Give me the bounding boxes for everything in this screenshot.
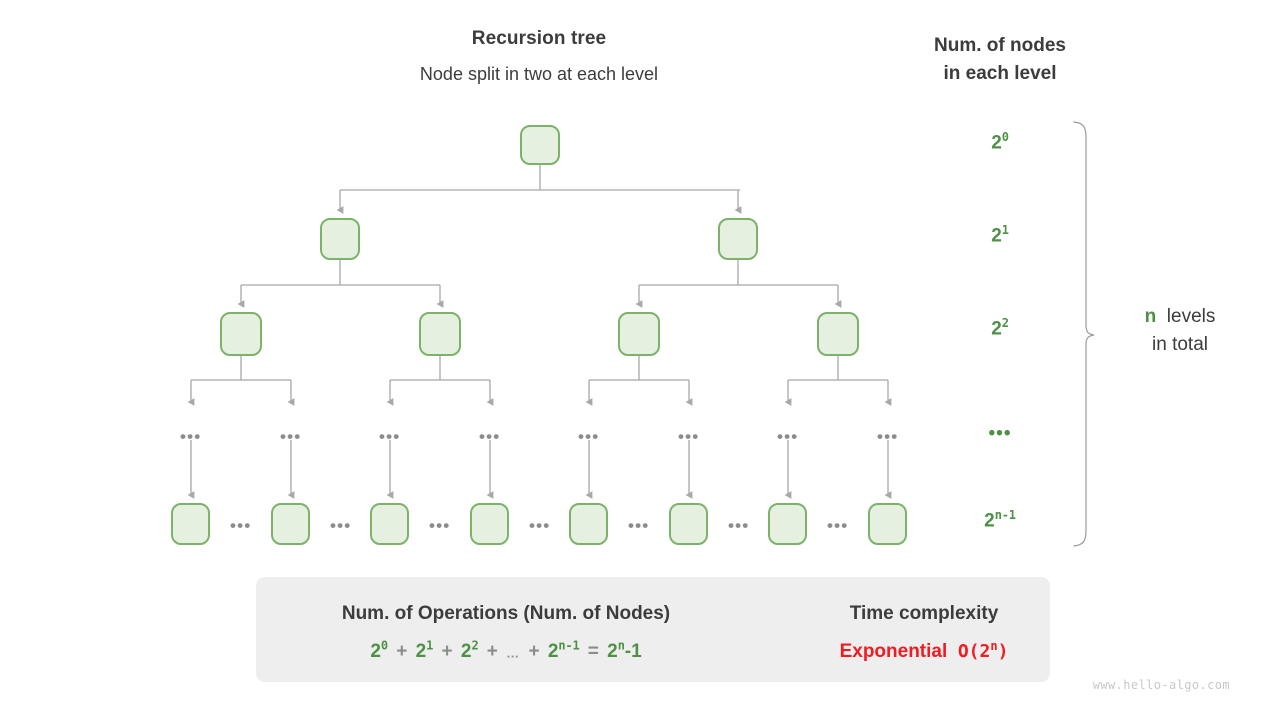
formula-op-4: + (528, 641, 540, 663)
tree-ellipsis-bottom-4: ••• (529, 516, 551, 535)
tree-node-last-1 (171, 503, 210, 545)
tree-node-last-7 (768, 503, 807, 545)
tree-ellipsis-bottom-6: ••• (728, 516, 750, 535)
tree-node-l1-1 (320, 218, 360, 260)
watermark: www.hello-algo.com (1092, 678, 1230, 692)
tree-ellipsis-bottom-5: ••• (628, 516, 650, 535)
tree-ellipsis-bottom-3: ••• (429, 516, 451, 535)
tree-ellipsis-bottom-2: ••• (330, 516, 352, 535)
page-subtitle: Node split in two at each level (419, 64, 659, 84)
formula-term-3: 22 (460, 639, 479, 663)
formula-equals: = (587, 641, 599, 663)
tree-ellipsis-bottom-1: ••• (230, 516, 252, 535)
time-complexity-word: Exponential (839, 641, 948, 662)
level-count-2: 22 (940, 316, 1060, 340)
total-levels-word: levels (1166, 306, 1216, 327)
tree-node-last-4 (470, 503, 509, 545)
formula-op-3: + (486, 641, 498, 663)
tree-node-last-6 (669, 503, 708, 545)
level-count-last-exponent: n-1 (994, 508, 1016, 522)
level-count-1: 21 (940, 223, 1060, 247)
total-levels-label: n levels in total (1105, 303, 1255, 358)
tree-node-l2-4 (817, 312, 859, 356)
level-count-1-base: 2 (991, 225, 1002, 247)
formula-op-1: + (396, 641, 408, 663)
time-complexity-bigo: O(2n) (957, 639, 1009, 662)
tree-node-last-8 (868, 503, 907, 545)
level-count-2-exponent: 2 (1001, 316, 1009, 330)
tree-ellipsis-mid-2: ••• (280, 427, 302, 446)
tree-ellipsis-mid-5: ••• (578, 427, 600, 446)
tree-node-l2-2 (419, 312, 461, 356)
total-levels-n: n (1144, 306, 1157, 327)
tree-ellipsis-mid-1: ••• (180, 427, 202, 446)
tree-node-l2-1 (220, 312, 262, 356)
formula-ellipsis: … (506, 645, 521, 661)
formula-op-2: + (441, 641, 453, 663)
tree-ellipsis-mid-8: ••• (877, 427, 899, 446)
level-count-ellipsis: ••• (988, 423, 1012, 444)
tree-node-l2-3 (618, 312, 660, 356)
time-complexity-title: Time complexity (849, 603, 999, 624)
nodes-per-level-title: Num. of nodes in each level (880, 32, 1120, 87)
tree-ellipsis-mid-7: ••• (777, 427, 799, 446)
page-title: Recursion tree (471, 28, 607, 49)
nodes-per-level-title-line1: Num. of nodes (934, 35, 1066, 56)
formula-term-2: 21 (415, 639, 434, 663)
level-count-0-exponent: 0 (1001, 130, 1009, 144)
tree-node-l1-2 (718, 218, 758, 260)
formula-term-4: 2n-1 (547, 639, 580, 663)
summary-panel (256, 577, 1050, 682)
tree-ellipsis-mid-3: ••• (379, 427, 401, 446)
formula-term-1: 20 (370, 639, 388, 663)
operations-title: Num. of Operations (Num. of Nodes) (341, 603, 671, 624)
level-count-last: 2n-1 (940, 508, 1060, 532)
level-count-2-base: 2 (991, 318, 1002, 340)
nodes-per-level-title-line2: in each level (943, 62, 1057, 84)
level-count-0-base: 2 (991, 132, 1002, 154)
tree-ellipsis-bottom-7: ••• (827, 516, 849, 535)
tree-node-root (520, 125, 560, 165)
level-count-1-exponent: 1 (1001, 223, 1009, 237)
tree-ellipsis-mid-4: ••• (479, 427, 501, 446)
total-levels-line2: in total (1152, 333, 1208, 355)
formula-result: 2n-1 (607, 639, 642, 663)
tree-node-last-5 (569, 503, 608, 545)
level-count-last-base: 2 (984, 510, 995, 532)
tree-node-last-2 (271, 503, 310, 545)
operations-formula: 20 + 21 + 22 + … + 2n-1 = 2n-1 (276, 639, 736, 663)
level-count-0: 20 (940, 130, 1060, 154)
tree-ellipsis-mid-6: ••• (678, 427, 700, 446)
tree-node-last-3 (370, 503, 409, 545)
time-complexity-value: Exponential O(2n) (800, 639, 1048, 663)
